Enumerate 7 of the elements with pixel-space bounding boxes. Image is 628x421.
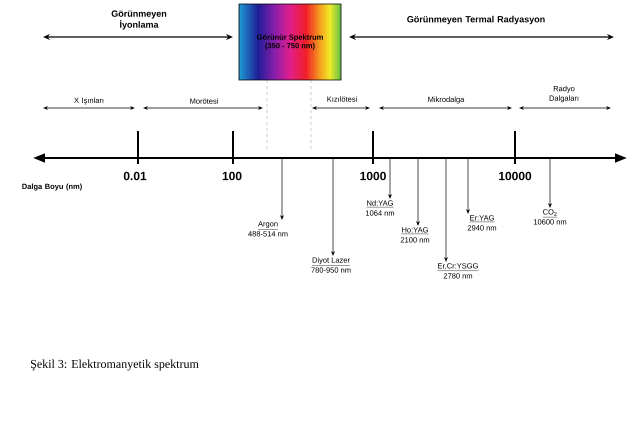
caption: Şekil 3: Elektromanyetik spektrum [31, 360, 199, 370]
tick-label: 100 [222, 172, 242, 180]
tick-label: 1000 [360, 172, 386, 180]
region-label: Görünmeyen İyonlama [112, 10, 166, 30]
tick-label: 10000 [499, 172, 532, 180]
tick-label: 0.01 [124, 172, 146, 180]
region-label: Görünmeyen Termal Radyasyon [407, 16, 545, 24]
